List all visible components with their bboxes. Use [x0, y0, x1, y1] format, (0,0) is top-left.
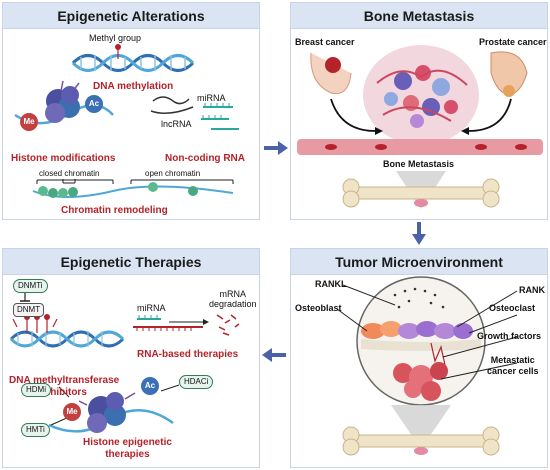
acetyl-badge: Ac	[141, 377, 159, 395]
dnmt-inhibitors-line2: inhibitors	[41, 387, 87, 398]
bone-icon	[342, 426, 500, 456]
arrow-left-icon	[262, 348, 286, 362]
mirna-label: miRNA	[197, 93, 226, 103]
dnmti-pill: DNMTi	[13, 279, 48, 293]
panel-title: Tumor Microenvironment	[291, 249, 547, 275]
tumor-microenvironment-illustration	[336, 276, 518, 456]
dnmt-inhibitors-label: DNA methyltransferase inhibitors	[9, 375, 119, 399]
panel-title: Epigenetic Therapies	[3, 249, 259, 275]
dna-helix-icon	[9, 314, 125, 348]
hdmi-pill: HDMi	[21, 383, 51, 397]
open-chromatin-label: open chromatin	[145, 169, 201, 178]
breast-cancer-label: Breast cancer	[295, 37, 355, 47]
growth-factors-label: Growth factors	[477, 331, 542, 341]
histone-modifications-label: Histone modifications	[11, 153, 116, 164]
methyl-badge: Me	[63, 403, 81, 421]
histone-therapies-line2: therapies	[105, 449, 150, 460]
prostate-cancer-label: Prostate cancer	[479, 37, 547, 47]
dnmt-inhibitors-line1: DNA methyltransferase	[9, 375, 120, 386]
mirna-label: miRNA	[137, 303, 166, 313]
non-coding-rna-label: Non-coding RNA	[165, 153, 245, 164]
rankl-label: RANKL	[315, 279, 347, 289]
dna-methylation-label: DNA methylation	[93, 81, 174, 92]
mrna-degradation-label: mRNA degradation	[209, 289, 257, 309]
metastatic-cells-label: Metastatic cancer cells	[487, 355, 539, 377]
hdaci-pill: HDACi	[179, 375, 214, 389]
methyl-badge: Me	[20, 113, 38, 131]
epigenetic-alterations-panel: Epigenetic Alterations	[2, 2, 260, 220]
histone-therapies-line1: Histone epigenetic	[83, 437, 172, 448]
panel-title: Epigenetic Alterations	[3, 3, 259, 29]
prostate-icon	[490, 51, 528, 97]
panel-title: Bone Metastasis	[291, 3, 547, 29]
metastatic-cells-line1: Metastatic	[490, 355, 535, 365]
arrow-breast-to-bone	[330, 98, 376, 132]
blood-vessel-icon	[297, 139, 543, 155]
histone-icon	[48, 384, 180, 433]
rank-label: RANK	[519, 285, 545, 295]
histone-icon	[14, 80, 114, 125]
arrow-down-icon	[412, 222, 426, 245]
dnmt-box: DNMT	[13, 303, 45, 317]
arrow-prostate-to-bone	[468, 98, 512, 132]
closed-chromatin-label: closed chromatin	[39, 169, 100, 178]
lncrna-label: lncRNA	[161, 119, 192, 129]
rna-therapy-icon	[133, 314, 240, 336]
metastatic-cells-line2: cancer cells	[487, 366, 539, 376]
non-coding-rna-icon	[150, 96, 239, 130]
chromatin-icon	[32, 179, 234, 198]
hmti-pill: HMTi	[21, 423, 50, 437]
epigenetic-therapies-panel: Epigenetic Therapies	[2, 248, 260, 468]
osteoblast-label: Osteoblast	[295, 303, 342, 313]
mrna-degradation-line1: mRNA	[219, 289, 247, 299]
epigenetic-therapies-illustration	[9, 293, 240, 433]
dna-helix-icon	[71, 44, 195, 72]
bone-metastasis-illustration	[297, 45, 543, 209]
rna-based-therapies-label: RNA-based therapies	[137, 349, 239, 360]
mrna-degradation-line2: degradation	[209, 299, 257, 309]
acetyl-badge: Ac	[85, 95, 103, 113]
bone-cells-icon	[361, 321, 481, 366]
methyl-group-label: Methyl group	[89, 33, 142, 43]
histone-therapies-label: Histone epigenetic therapies	[83, 437, 172, 461]
arrow-right-icon	[264, 141, 288, 155]
bone-icon	[342, 178, 500, 208]
bone-metastasis-panel: Bone Metastasis	[290, 2, 548, 220]
tumor-microenvironment-panel: Tumor Microenvironment	[290, 248, 548, 468]
chromatin-remodeling-label: Chromatin remodeling	[61, 205, 168, 216]
epigenetic-alterations-illustration	[14, 44, 239, 198]
cancer-cells-icon	[393, 362, 448, 401]
bone-metastasis-caption: Bone Metastasis	[383, 159, 455, 169]
osteoclast-label: Osteoclast	[489, 303, 536, 313]
tumor-cluster-icon	[363, 45, 479, 145]
breast-icon	[310, 52, 352, 95]
